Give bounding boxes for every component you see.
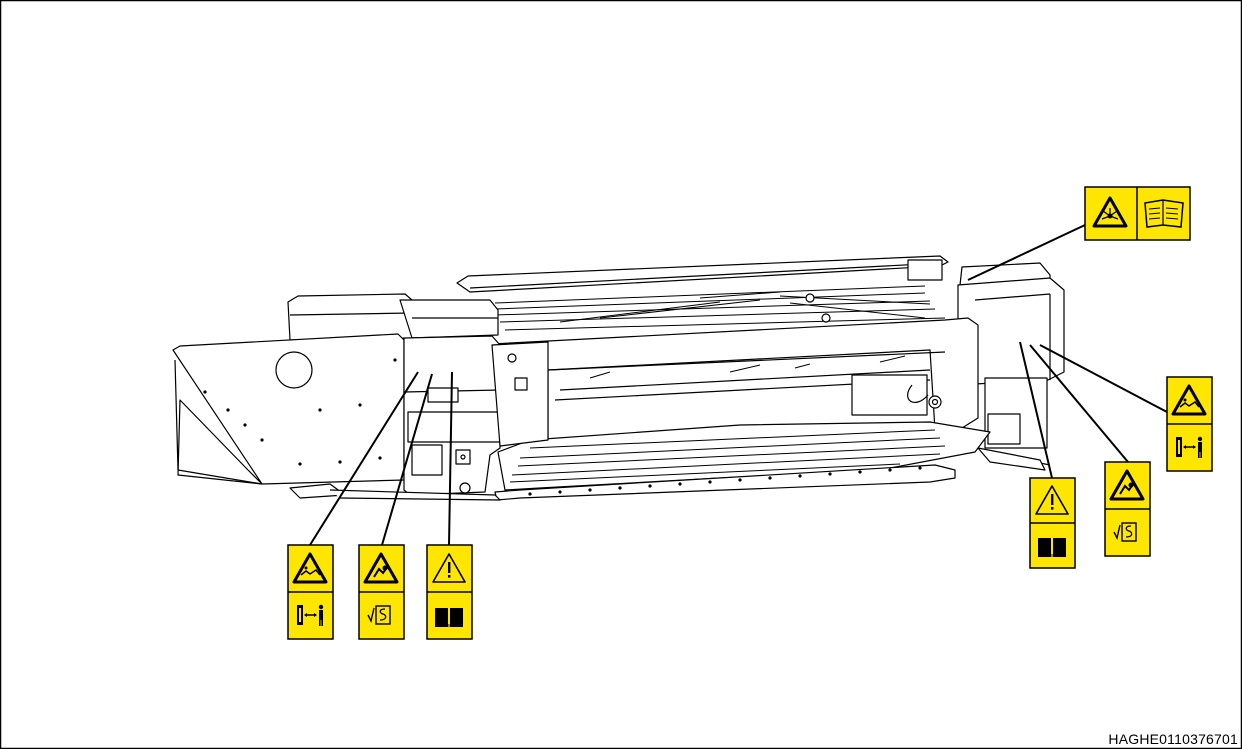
decal-hot-surface-read-manual <box>1084 186 1191 241</box>
hand-pinch-icon <box>363 552 399 584</box>
explosion-warning-icon <box>1092 196 1128 228</box>
book-icon <box>434 607 464 628</box>
crush-hazard-icon <box>1171 384 1207 416</box>
decal-pinch-support-left <box>358 544 405 640</box>
decal-crush-keep-distance-left <box>287 544 334 640</box>
leader-lines <box>309 224 1168 546</box>
decal-warning-manual-right <box>1029 477 1076 569</box>
decal-crush-keep-distance-right <box>1166 376 1213 472</box>
general-warning-icon <box>432 553 466 583</box>
decal-warning-manual-left <box>426 544 473 640</box>
general-warning-icon <box>1035 485 1069 515</box>
hand-pinch-icon <box>1109 469 1145 501</box>
figure-code: HAGHE0110376701 <box>1108 731 1238 747</box>
book-icon <box>1037 537 1067 558</box>
crush-hazard-icon <box>292 552 328 584</box>
decal-pinch-support-right <box>1104 461 1151 557</box>
read-manual-icon <box>1144 199 1184 228</box>
